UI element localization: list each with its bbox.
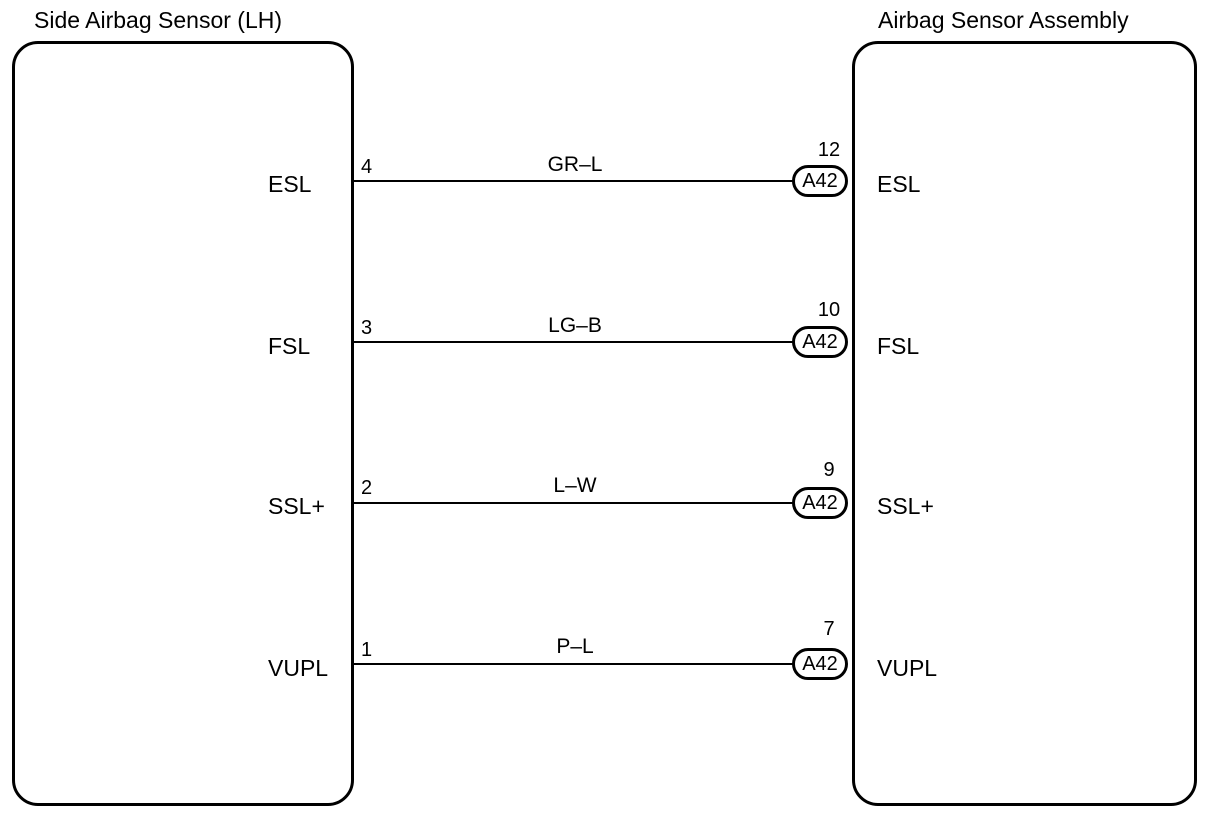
right-terminal-label: VUPL xyxy=(877,655,938,681)
left-terminal-label: VUPL xyxy=(268,655,329,681)
right-component-title: Airbag Sensor Assembly xyxy=(878,7,1129,33)
left-terminal-label: FSL xyxy=(268,333,311,359)
left-terminal-label: ESL xyxy=(268,171,312,197)
side-airbag-sensor-box xyxy=(12,41,354,806)
left-pin-number: 4 xyxy=(361,156,373,178)
wire xyxy=(354,341,794,343)
wire-color-label: GR–L xyxy=(547,153,603,176)
left-pin-number: 2 xyxy=(361,477,373,499)
wire-color-label: P–L xyxy=(556,635,594,658)
right-terminal-label: FSL xyxy=(877,333,920,359)
right-pin-number: 10 xyxy=(817,299,841,321)
right-pin-number: 9 xyxy=(823,459,835,481)
connector-badge: A42 xyxy=(792,487,848,519)
right-terminal-label: SSL+ xyxy=(877,493,934,519)
connector-badge: A42 xyxy=(792,326,848,358)
left-terminal-label: SSL+ xyxy=(268,493,325,519)
wire-color-label: LG–B xyxy=(548,314,602,337)
wire-color-label: L–W xyxy=(553,474,597,497)
left-component-title: Side Airbag Sensor (LH) xyxy=(34,7,283,33)
right-pin-number: 12 xyxy=(817,139,841,161)
connector-badge: A42 xyxy=(792,165,848,197)
left-pin-number: 3 xyxy=(361,317,373,339)
airbag-sensor-assembly-box xyxy=(852,41,1197,806)
wire xyxy=(354,502,794,504)
left-pin-number: 1 xyxy=(361,639,373,661)
right-terminal-label: ESL xyxy=(877,171,921,197)
right-pin-number: 7 xyxy=(823,618,835,640)
wire xyxy=(354,663,794,665)
connector-badge: A42 xyxy=(792,648,848,680)
wire xyxy=(354,180,794,182)
